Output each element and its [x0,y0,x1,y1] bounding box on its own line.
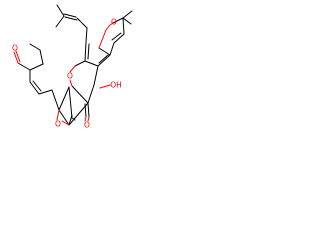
bond [74,60,86,67]
bond [98,29,107,49]
bond [71,117,76,121]
bond [97,54,111,67]
bond [63,13,77,18]
bond [85,27,88,43]
bond [29,81,40,95]
ketone-oxygen-label: O [84,121,90,130]
epoxy-oxygen-label: O [55,120,61,129]
molecule-structure-drawing: O OH O O O O [12,4,133,130]
bond [13,51,19,64]
bond [56,4,65,17]
bond [71,85,89,104]
bond [29,63,44,71]
bond [38,89,53,95]
bond [87,43,90,60]
bond [55,15,65,28]
bond [84,103,87,118]
bond [84,60,99,67]
aldehyde-oxygen-label: O [12,44,18,53]
bond [17,62,31,71]
bond [122,10,133,19]
bond [56,109,60,121]
bond [61,120,70,126]
bond [76,17,88,29]
bond [69,79,73,87]
bond [87,116,90,122]
bond [98,47,111,56]
heteroatom-bonds [13,22,114,126]
bond [98,54,109,64]
hydroxyl-label: OH [110,81,122,90]
bond [109,22,114,26]
bond [87,102,90,118]
bond [84,116,87,122]
bond [122,17,125,35]
bond [87,84,95,104]
bond [64,16,78,21]
bond [15,50,21,63]
bond [122,17,132,25]
bond [84,41,87,62]
bridge-oxygen-label: O [67,72,73,81]
bond [113,33,125,44]
bond [105,24,111,31]
chromene-oxygen-label: O [111,18,117,27]
bond [29,43,41,51]
bond [39,49,44,65]
bond [111,32,122,41]
bond [58,86,70,111]
atom-labels: O OH O O O O [12,18,122,130]
bond [93,65,99,86]
bond [68,86,73,119]
bond [32,80,42,92]
bond [58,109,70,126]
bond [109,42,115,56]
carbon-skeleton [17,4,133,126]
bond [51,89,60,111]
bond [69,65,76,73]
bond [99,84,111,89]
bond [112,17,124,24]
